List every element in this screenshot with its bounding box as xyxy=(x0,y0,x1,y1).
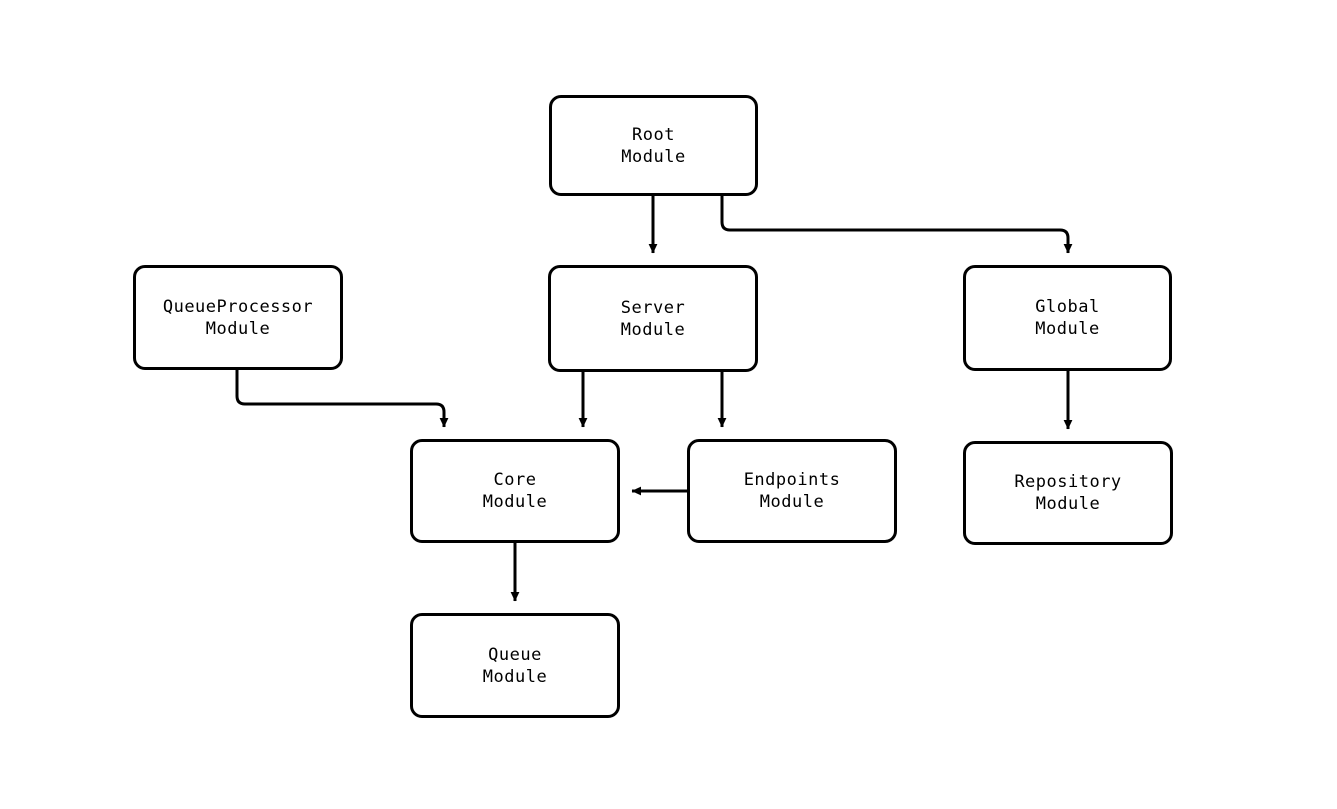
node-global-line2: Module xyxy=(1035,319,1100,339)
node-server-line1: Server xyxy=(620,297,686,318)
node-endpoints[interactable]: Endpoints Module xyxy=(687,439,897,543)
edge-queueprocessor-to-core xyxy=(235,370,449,428)
node-server-line2: Module xyxy=(620,319,686,340)
node-core-line2: Module xyxy=(482,492,548,512)
node-root[interactable]: Root Module xyxy=(549,95,758,196)
node-endpoints-line1: Endpoints xyxy=(743,470,841,490)
node-queueprocessor[interactable]: QueueProcessor Module xyxy=(133,265,343,370)
node-root-line2: Module xyxy=(621,146,686,167)
node-repository-line2: Module xyxy=(1035,494,1101,514)
node-global[interactable]: Global Module xyxy=(963,265,1172,371)
node-queueprocessor-line1: QueueProcessor xyxy=(162,296,314,317)
node-queueprocessor-line2: Module xyxy=(205,318,271,339)
node-queue[interactable]: Queue Module xyxy=(410,613,620,718)
node-global-line1: Global xyxy=(1035,297,1100,317)
node-root-line1: Root xyxy=(632,124,675,145)
edge-root-to-global xyxy=(720,196,1073,254)
node-server[interactable]: Server Module xyxy=(548,265,758,372)
node-core[interactable]: Core Module xyxy=(410,439,620,543)
node-repository[interactable]: Repository Module xyxy=(963,441,1173,545)
node-queue-line2: Module xyxy=(482,666,548,687)
node-queue-line1: Queue xyxy=(488,644,542,665)
node-repository-line1: Repository xyxy=(1014,472,1122,492)
node-endpoints-line2: Module xyxy=(759,492,825,512)
node-core-line1: Core xyxy=(493,470,537,490)
